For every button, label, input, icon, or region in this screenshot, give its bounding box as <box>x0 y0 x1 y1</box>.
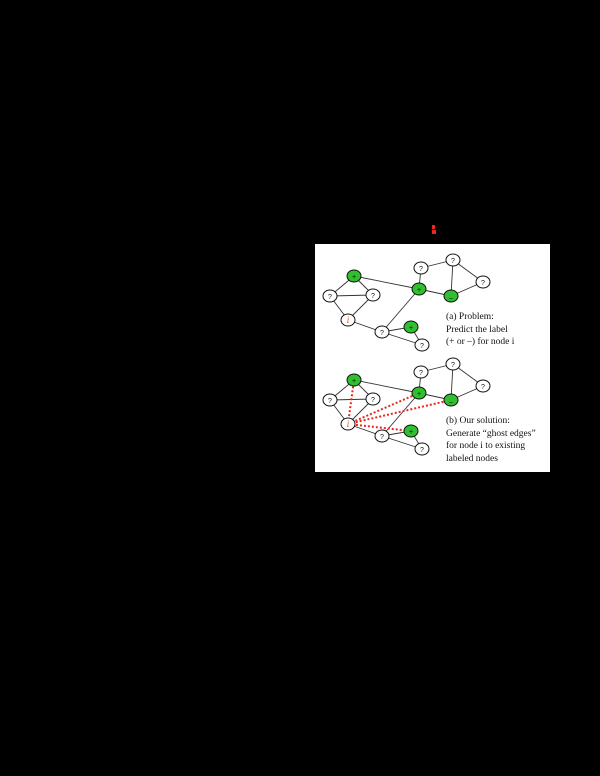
caption-line: (a) Problem: <box>446 312 494 322</box>
svg-text:+: + <box>352 274 356 281</box>
caption-line: Generate “ghost edges” <box>446 428 536 439</box>
svg-text:?: ? <box>481 280 485 287</box>
caption-line: for node i to existing <box>446 441 526 451</box>
svg-text:?: ? <box>380 434 384 441</box>
svg-text:?: ? <box>481 384 485 391</box>
svg-text:?: ? <box>451 258 455 265</box>
svg-text:?: ? <box>419 370 423 377</box>
node-unknown <box>322 289 338 303</box>
svg-text:?: ? <box>419 266 423 273</box>
panel-b-graph: + ? ? i ? + ? + ? ? ? <box>322 357 491 456</box>
svg-text:+: + <box>417 391 421 398</box>
svg-text:i: i <box>347 419 350 429</box>
svg-text:?: ? <box>371 293 375 300</box>
svg-text:–: – <box>449 295 453 302</box>
ghost-edges <box>347 379 452 432</box>
caption-panel-b: (b) Our solution: Generate “ghost edges”… <box>446 415 536 465</box>
svg-text:?: ? <box>328 294 332 301</box>
svg-text:+: + <box>409 325 413 332</box>
footnote-marker <box>432 225 436 234</box>
caption-panel-a: (a) Problem: Predict the label (+ or –) … <box>446 311 514 349</box>
svg-text:–: – <box>449 399 453 406</box>
caption-line: Predict the label <box>446 324 508 335</box>
graph-diagram: + ? ? i ? + ? + ? ? ? <box>322 253 491 456</box>
svg-text:?: ? <box>420 343 424 350</box>
svg-text:+: + <box>409 429 413 436</box>
svg-text:i: i <box>347 315 350 325</box>
node-positive <box>346 269 362 283</box>
svg-text:?: ? <box>420 447 424 454</box>
caption-line: labeled nodes <box>446 453 498 464</box>
node-i <box>340 313 356 327</box>
caption-line: (+ or –) for node i <box>446 337 515 347</box>
figure-ghost-edges: + ? ? i ? + ? + ? ? ? <box>315 244 550 472</box>
node-negative <box>443 289 459 303</box>
svg-text:?: ? <box>380 330 384 337</box>
svg-text:+: + <box>417 287 421 294</box>
svg-text:+: + <box>352 378 356 385</box>
svg-text:?: ? <box>371 397 375 404</box>
caption-line: (b) Our solution: <box>446 416 510 426</box>
svg-text:?: ? <box>451 362 455 369</box>
panel-a-graph: + ? ? i ? + ? + ? ? ? <box>322 253 491 352</box>
svg-text:?: ? <box>328 398 332 405</box>
